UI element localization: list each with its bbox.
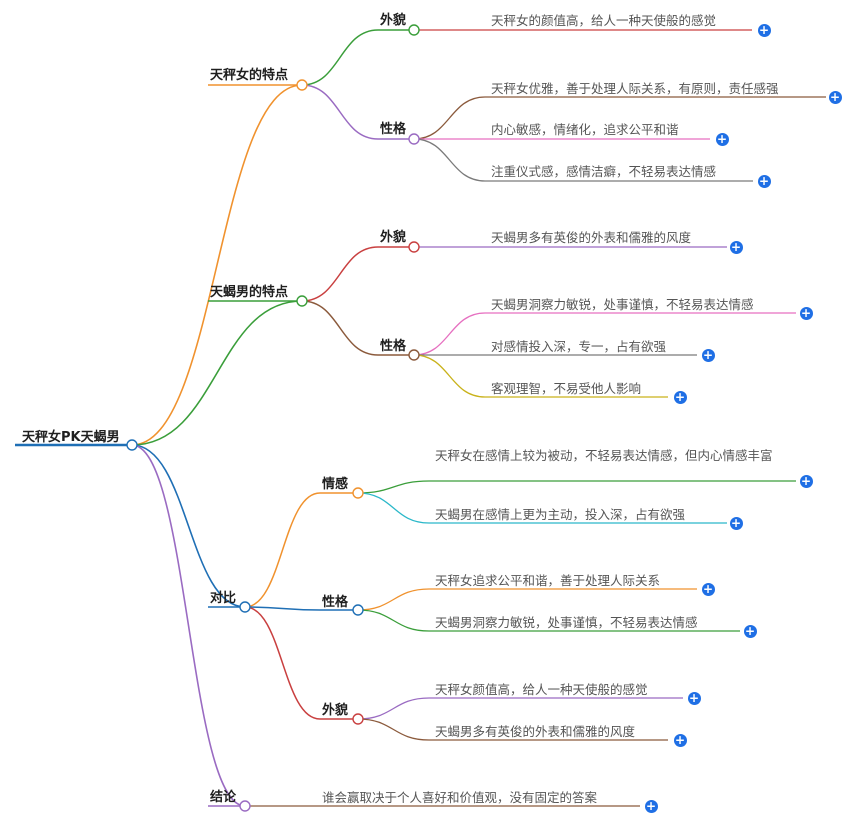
expand-plus-icon[interactable]: + <box>644 798 658 813</box>
connector-b2s2 <box>301 300 379 356</box>
branch-label: 结论 <box>210 790 237 805</box>
collapse-toggle-icon[interactable] <box>408 349 420 361</box>
leaf-text: 天秤女的颜值高，给人一种天使般的感觉 <box>491 13 717 28</box>
connector-b3s3l2 <box>357 718 430 741</box>
leaf-text: 客观理智，不易受他人影响 <box>491 381 642 396</box>
branch-label: 天秤女的特点 <box>210 68 289 83</box>
expand-plus-icon[interactable]: + <box>729 239 743 254</box>
collapse-toggle-icon[interactable] <box>296 295 308 307</box>
subbranch-label: 外貌 <box>380 13 407 28</box>
expand-plus-icon[interactable]: + <box>673 732 687 747</box>
expand-plus-icon[interactable]: + <box>828 89 842 104</box>
leaf-text: 天蝎男在感情上更为主动，投入深，占有欲强 <box>435 507 686 522</box>
leaf-text: 天秤女颜值高，给人一种天使般的感觉 <box>435 682 648 697</box>
subbranch-label: 性格 <box>322 595 349 610</box>
connector-b4 <box>131 444 246 807</box>
connector-b3s1l2 <box>357 492 430 524</box>
leaf-text: 天蝎男洞察力敏锐，处事谨慎，不轻易表达情感 <box>491 297 754 312</box>
expand-plus-icon[interactable]: + <box>799 473 813 488</box>
leaf-text: 天蝎男洞察力敏锐，处事谨慎，不轻易表达情感 <box>435 615 698 630</box>
connector-b2s1 <box>301 246 379 302</box>
connector-b2s2l1 <box>413 312 486 356</box>
expand-plus-icon[interactable]: + <box>743 623 757 638</box>
connector-b3s2l2 <box>357 609 430 632</box>
expand-plus-icon[interactable]: + <box>715 131 729 146</box>
collapse-toggle-icon[interactable] <box>352 487 364 499</box>
subbranch-label: 性格 <box>380 339 407 354</box>
subbranch-label: 性格 <box>380 122 407 137</box>
collapse-toggle-icon[interactable] <box>126 439 138 451</box>
expand-plus-icon[interactable]: + <box>757 22 771 37</box>
leaf-text: 内心敏感，情绪化，追求公平和谐 <box>491 122 679 137</box>
subbranch-label: 外貌 <box>322 703 349 718</box>
connector-b3s3 <box>244 606 321 720</box>
collapse-toggle-icon[interactable] <box>239 601 251 613</box>
connector-b1s2 <box>301 84 379 140</box>
connector-b3s1 <box>244 492 321 608</box>
collapse-toggle-icon[interactable] <box>352 604 364 616</box>
collapse-toggle-icon[interactable] <box>296 79 308 91</box>
leaf-text: 天蝎男多有英俊的外表和儒雅的风度 <box>491 230 692 245</box>
connector-b3 <box>131 444 246 608</box>
connector-b1s2l1 <box>413 96 486 140</box>
collapse-toggle-icon[interactable] <box>352 713 364 725</box>
expand-plus-icon[interactable]: + <box>673 389 687 404</box>
connector-b1s2l3 <box>413 138 486 182</box>
root-label: 天秤女PK天蝎男 <box>22 430 120 445</box>
branch-label: 天蝎男的特点 <box>210 285 289 300</box>
leaf-text: 天秤女在感情上较为被动，不轻易表达情感，但内心情感丰富 <box>435 448 773 463</box>
connector-b3s3l1 <box>357 697 430 720</box>
connector-b3s2l1 <box>357 588 430 611</box>
expand-plus-icon[interactable]: + <box>701 581 715 596</box>
leaf-text: 天秤女追求公平和谐，善于处理人际关系 <box>435 573 661 588</box>
leaf-text: 注重仪式感，感情洁癖，不轻易表达情感 <box>491 164 717 179</box>
connector-b1s1 <box>301 29 379 86</box>
expand-plus-icon[interactable]: + <box>687 690 701 705</box>
leaf-text: 天蝎男多有英俊的外表和儒雅的风度 <box>435 724 636 739</box>
leaf-text: 天秤女优雅，善于处理人际关系，有原则，责任感强 <box>491 81 779 96</box>
connector-b3s2 <box>244 606 321 611</box>
collapse-toggle-icon[interactable] <box>408 24 420 36</box>
connector-b1 <box>131 84 303 446</box>
connector-b3s1l1 <box>357 480 430 494</box>
expand-plus-icon[interactable]: + <box>729 515 743 530</box>
expand-plus-icon[interactable]: + <box>757 173 771 188</box>
expand-plus-icon[interactable]: + <box>701 347 715 362</box>
collapse-toggle-icon[interactable] <box>408 241 420 253</box>
collapse-toggle-icon[interactable] <box>239 800 251 812</box>
subbranch-label: 情感 <box>322 477 349 492</box>
leaf-text: 对感情投入深，专一，占有欲强 <box>491 339 667 354</box>
subbranch-label: 外貌 <box>380 230 407 245</box>
branch-label: 对比 <box>210 591 237 606</box>
expand-plus-icon[interactable]: + <box>799 305 813 320</box>
leaf-text: 谁会赢取决于个人喜好和价值观，没有固定的答案 <box>322 790 598 805</box>
connector-b2 <box>131 300 303 446</box>
connector-b2s2l3 <box>413 354 486 398</box>
collapse-toggle-icon[interactable] <box>408 133 420 145</box>
